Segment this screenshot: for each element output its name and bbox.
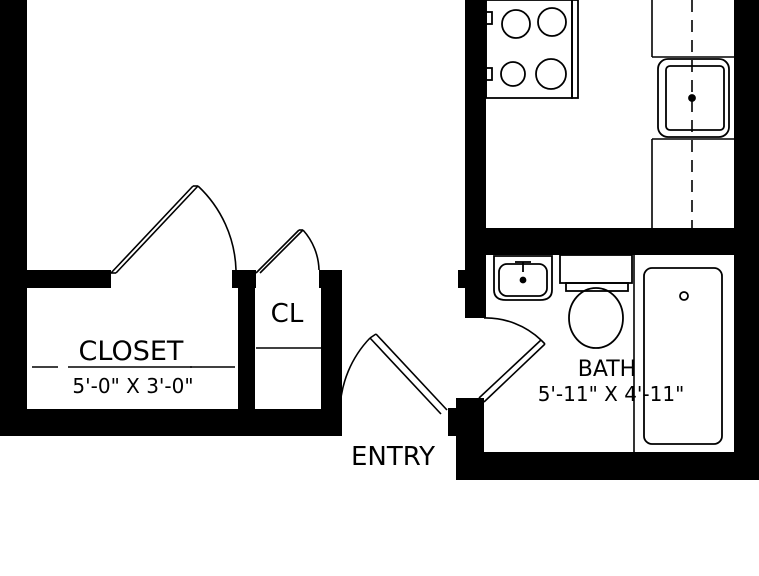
cl-right-jamb (319, 270, 342, 288)
cl-right-wall (321, 270, 342, 436)
kitchen-bath-wall (465, 228, 759, 255)
kitchen-range-icon (485, 0, 579, 99)
toilet-icon (559, 254, 633, 349)
closet-label: CLOSET (79, 336, 184, 367)
bath-size-label: 5'-11" X 4'-11" (538, 382, 685, 406)
kitchen-sink-icon (657, 58, 730, 138)
closet-cl-partition (238, 270, 255, 415)
bath-door (478, 317, 546, 403)
cl-label: CL (271, 299, 304, 329)
closet-door (110, 185, 237, 274)
bath-door-jamb-bottom (448, 408, 484, 436)
bath-bottom-wall (456, 452, 759, 480)
kitchen-counter (651, 0, 734, 228)
door-swing-icon (197, 185, 237, 271)
bottom-wall-closet (0, 409, 340, 436)
bathtub-icon (643, 267, 723, 445)
walls (0, 0, 759, 480)
bathroom-sink-icon (493, 255, 553, 301)
bath-label: BATH (578, 357, 636, 382)
doors (110, 185, 546, 415)
door-swing-icon (483, 317, 542, 341)
cl-door (255, 229, 320, 274)
closet-size-label: 5'-0" X 3'-0" (72, 374, 193, 398)
left-exterior-wall (0, 0, 27, 436)
door-swing-icon (302, 229, 320, 271)
bath-left-wall-stub (465, 270, 486, 318)
closet-top-wall (27, 270, 111, 288)
entry-door (339, 333, 448, 415)
entry-label: ENTRY (351, 442, 435, 472)
door-swing-icon (339, 337, 371, 411)
kitchen-left-wall (465, 0, 486, 288)
